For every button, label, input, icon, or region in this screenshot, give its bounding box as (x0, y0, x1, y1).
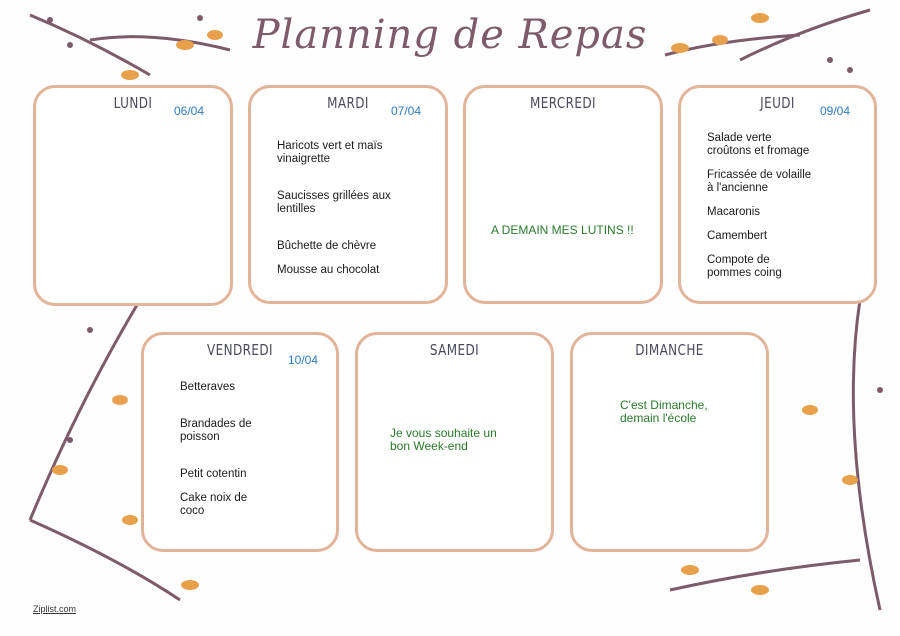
day-note: A DEMAIN MES LUTINS !! (491, 223, 634, 237)
day-card-lundi: LUNDI 06/04 (33, 85, 233, 306)
meal-item: Betteraves (180, 381, 235, 393)
day-date: 06/04 (174, 104, 205, 118)
meal-item: Macaronis (707, 206, 761, 218)
meal-item: Fricassée de volaille à l'ancienne (707, 169, 812, 194)
day-name: MERCREDI (530, 94, 596, 112)
page-title: Planning de Repas (252, 12, 648, 58)
day-name: MARDI (327, 94, 369, 112)
day-name: SAMEDI (429, 341, 480, 359)
day-name: LUNDI (113, 94, 153, 112)
day-note: C'est Dimanche, demain l'école (620, 398, 708, 425)
day-name: JEUDI (760, 94, 795, 112)
day-card-mercredi: MERCREDI A DEMAIN MES LUTINS !! (463, 85, 663, 304)
day-date: 10/04 (288, 353, 319, 367)
meal-list: Haricots vert et maïs vinaigrette Saucis… (277, 140, 392, 301)
meal-item: Compote de pommes coing (707, 254, 782, 279)
meal-item: Mousse au chocolat (277, 264, 380, 276)
day-note: Je vous souhaite un bon Week-end (390, 426, 497, 453)
day-card-jeudi: JEUDI 09/04 Salade verte croûtons et fro… (678, 85, 877, 304)
meal-list: Betteraves Brandades de poisson Petit co… (180, 381, 270, 542)
day-date: 09/04 (820, 104, 851, 118)
meal-item: Saucisses grillées aux lentilles (277, 190, 391, 215)
meal-item: Bûchette de chèvre (277, 240, 377, 252)
day-name: DIMANCHE (635, 341, 704, 359)
meal-list: Salade verte croûtons et fromage Fricass… (707, 132, 822, 304)
day-date: 07/04 (391, 104, 422, 118)
day-card-vendredi: VENDREDI 10/04 Betteraves Brandades de p… (141, 332, 339, 552)
day-card-samedi: SAMEDI Je vous souhaite un bon Week-end (355, 332, 554, 552)
day-card-dimanche: DIMANCHE C'est Dimanche, demain l'école (570, 332, 769, 552)
meal-item: Camembert (707, 230, 768, 242)
meal-item: Haricots vert et maïs vinaigrette (277, 140, 383, 165)
day-name: VENDREDI (207, 341, 273, 359)
meal-item: Petit cotentin (180, 468, 247, 480)
day-card-mardi: MARDI 07/04 Haricots vert et maïs vinaig… (248, 85, 448, 304)
footer-link[interactable]: Ziplist.com (33, 604, 77, 614)
meal-item: Cake noix de coco (180, 492, 248, 517)
meal-item: Salade verte croûtons et fromage (707, 132, 810, 157)
meal-item: Brandades de poisson (180, 418, 252, 443)
